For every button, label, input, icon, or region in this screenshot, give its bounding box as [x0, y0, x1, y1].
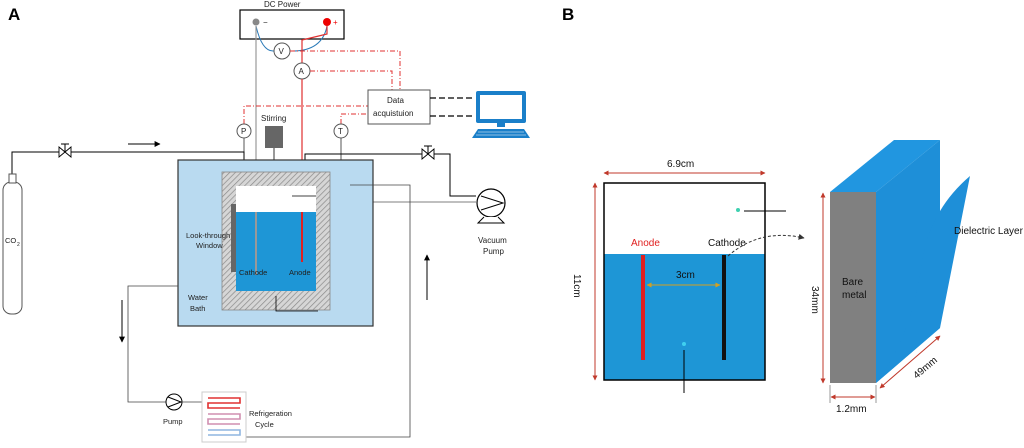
pressure-label: P [241, 127, 246, 136]
negative-terminal [252, 18, 260, 26]
liquid-phase-marker [682, 342, 686, 346]
plate-width-label: 49mm [911, 355, 939, 381]
vacuum-pump-icon [476, 188, 506, 224]
voltmeter: V [273, 42, 291, 60]
data-acquisition-line1: Data [387, 96, 404, 105]
window-label-2: Window [196, 241, 223, 250]
positive-terminal [323, 18, 331, 26]
window-label-1: Look-through [186, 231, 230, 240]
temperature-label: T [338, 127, 343, 136]
panel-label-b: B [562, 5, 574, 24]
refrigeration-label-1: Refrigeration [249, 409, 292, 418]
cell-width-label: 6.9cm [667, 159, 694, 170]
computer-icon [472, 91, 530, 138]
voltmeter-label: V [279, 47, 285, 56]
negative-sign: − [263, 18, 268, 27]
ammeter: A [293, 62, 311, 80]
bare-metal-face [830, 192, 876, 383]
data-acquisition-line2: acquistuion [373, 109, 413, 118]
pump-icon [165, 393, 183, 411]
refrigeration-cycle [201, 391, 247, 443]
coolant-supply-line [127, 285, 178, 403]
co2-cylinder: CO 2 [2, 173, 23, 315]
liquid-pointer [275, 296, 318, 312]
anode-b-label: Anode [631, 238, 660, 249]
outlet-valve-icon [421, 145, 435, 160]
voltmeter-lead-right [289, 25, 328, 52]
voltmeter-lead-left [255, 25, 275, 52]
dielectric-layer-label: Dielectric Layer [954, 226, 1024, 237]
look-through-window-glass [231, 204, 236, 272]
anode-label: Anode [289, 268, 311, 277]
cathode-label: Cathode [239, 268, 267, 277]
cell-height-label: 11cm [571, 274, 582, 298]
dc-power-supply: DC Power − + [239, 0, 345, 40]
bare-metal-label-2: metal [842, 290, 866, 301]
vacuum-pump-label-2: Pump [483, 247, 504, 256]
ammeter-label: A [299, 67, 305, 76]
data-acquisition-box: Data acquistuion [367, 89, 431, 125]
coolant-return-line [238, 184, 411, 438]
electrode-plate-3d [830, 140, 970, 383]
water-bath-label-2: Bath [190, 304, 205, 313]
inlet-valve-icon [58, 143, 72, 158]
plate-height-label: 34mm [809, 286, 820, 314]
co2-subscript: 2 [17, 242, 20, 248]
pump-label: Pump [163, 417, 183, 426]
dc-power-label: DC Power [264, 0, 301, 9]
plate-width-arrow [879, 335, 941, 389]
cathode-b-label: Cathode [708, 238, 746, 249]
gas-inlet-line [11, 151, 60, 182]
vacuum-line [434, 153, 476, 197]
electrolyte-liquid [236, 212, 316, 291]
refrigeration-label-2: Cycle [255, 420, 274, 429]
bare-metal-label-1: Bare [842, 277, 864, 288]
water-bath-label-1: Water [188, 293, 208, 302]
reactor-vessel [221, 171, 331, 311]
gas-phase-marker [736, 208, 740, 212]
plate-top-face [830, 140, 940, 192]
cathode-b-electrode [722, 255, 726, 360]
positive-sign: + [333, 18, 338, 27]
gap-label: 3cm [676, 270, 695, 281]
co2-label: CO [5, 236, 16, 245]
vacuum-pump-label-1: Vacuum [478, 236, 507, 245]
panel-label-a: A [8, 5, 20, 24]
zoom-arrow [727, 233, 805, 257]
stirring-label: Stirring [261, 114, 286, 123]
dielectric-layer-shape [876, 176, 970, 383]
anode-b-electrode [641, 255, 645, 360]
plate-thickness-label: 1.2mm [836, 404, 867, 415]
